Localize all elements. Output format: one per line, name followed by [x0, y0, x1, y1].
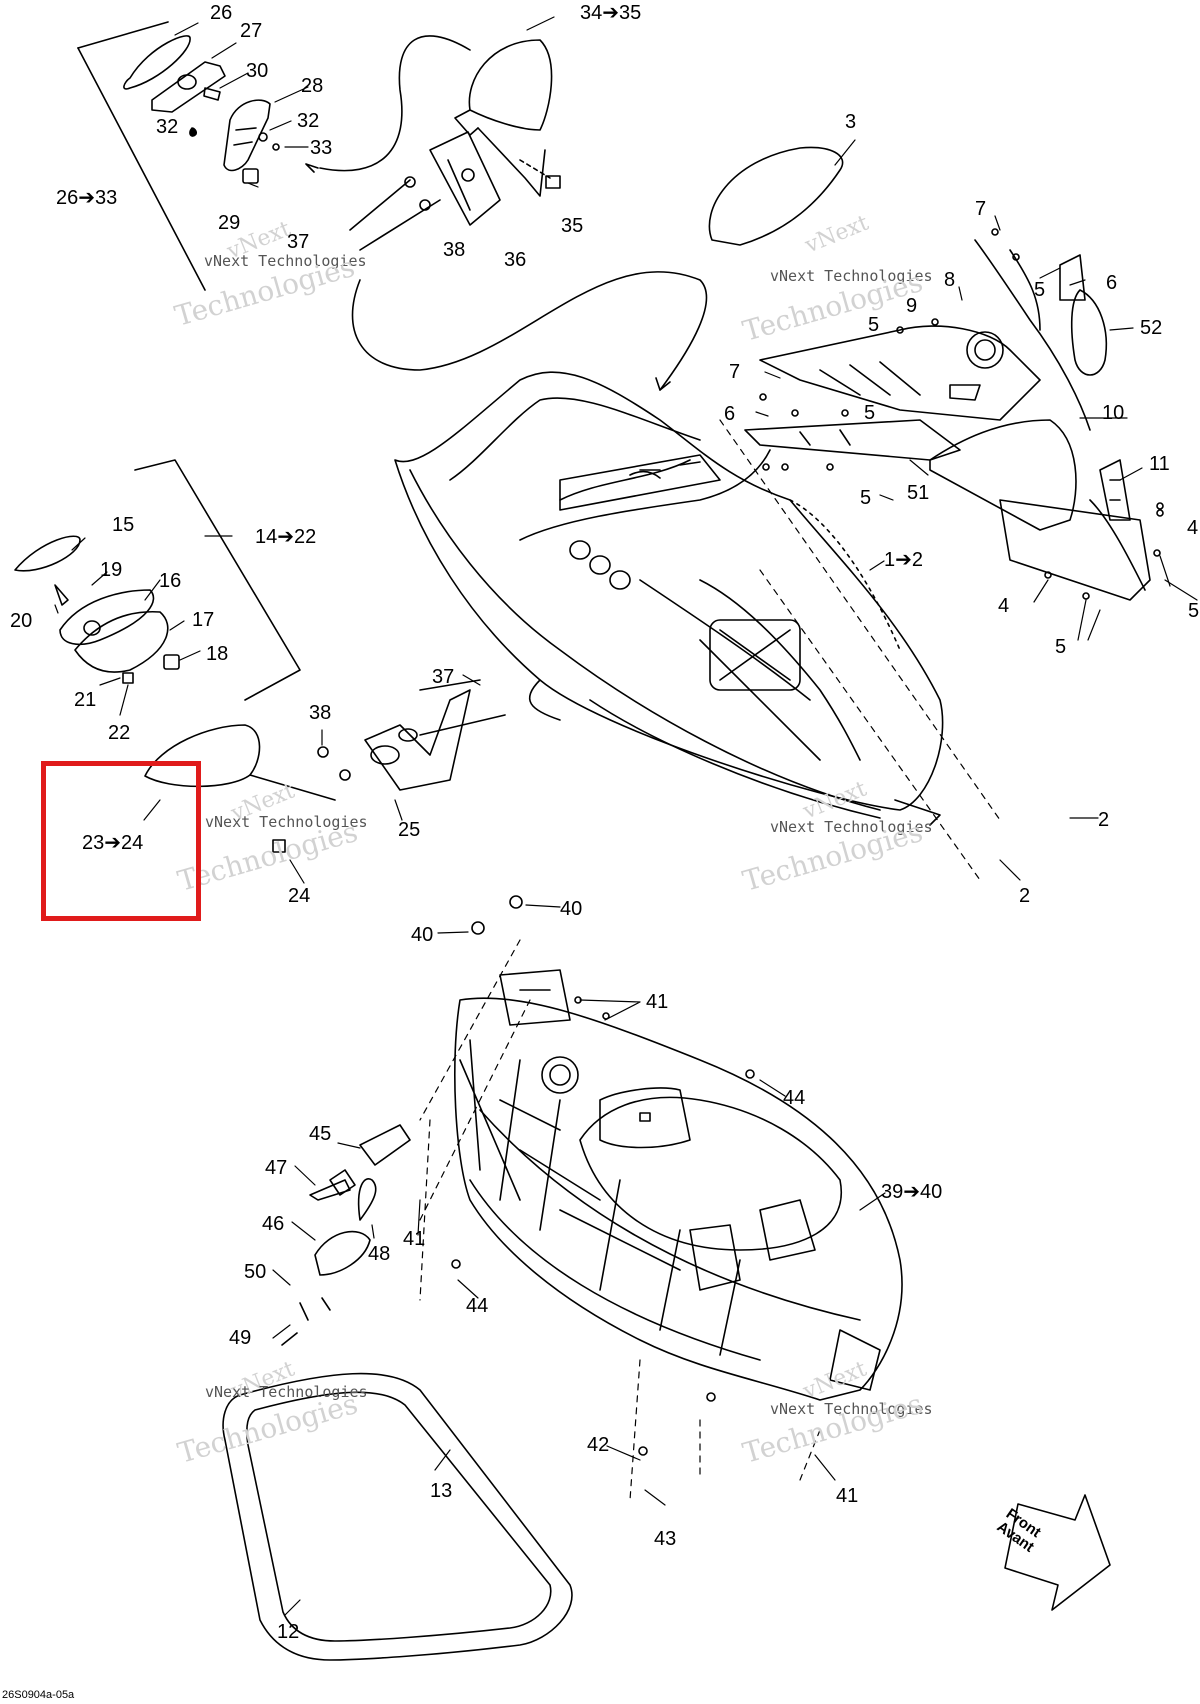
callout-5: 5 — [1055, 636, 1067, 658]
callout-17: 17 — [192, 609, 215, 631]
callout-41: 41 — [646, 991, 669, 1013]
latch-parts — [281, 1124, 411, 1346]
callout-45: 45 — [309, 1123, 332, 1145]
callout-39-40: 39➔40 — [881, 1181, 943, 1203]
watermark-line2: vNext Technologies — [770, 267, 933, 285]
watermark-line2: vNext Technologies — [204, 252, 367, 270]
callout-20: 20 — [10, 610, 33, 632]
callout-35: 35 — [561, 215, 584, 237]
callout-52: 52 — [1140, 317, 1163, 339]
callout-26-33: 26➔33 — [56, 187, 118, 209]
callout-38: 38 — [309, 702, 332, 724]
callout-27: 27 — [240, 20, 263, 42]
callout-16: 16 — [159, 570, 182, 592]
callout-5: 5 — [864, 402, 876, 424]
callout-5: 5 — [860, 487, 872, 509]
side-panels — [744, 228, 1164, 601]
callout-40: 40 — [411, 924, 434, 946]
callout-34-35: 34➔35 — [580, 2, 642, 24]
front-direction-arrow — [1004, 1494, 1111, 1611]
lower-deck — [454, 969, 903, 1401]
callout-5: 5 — [1188, 600, 1200, 622]
callout-8: 8 — [944, 269, 956, 291]
callout-40: 40 — [560, 898, 583, 920]
callout-7: 7 — [729, 361, 741, 383]
highlight-box — [41, 761, 201, 921]
callout-1-2: 1➔2 — [884, 549, 924, 571]
callout-28: 28 — [301, 75, 324, 97]
callout-32: 32 — [297, 110, 320, 132]
callout-6: 6 — [1106, 272, 1118, 294]
callout-46: 46 — [262, 1213, 285, 1235]
part-3-visor — [708, 146, 844, 246]
callout-4: 4 — [998, 595, 1010, 617]
callout-4: 4 — [1187, 517, 1199, 539]
callout-14-22: 14➔22 — [255, 526, 317, 548]
callout-25: 25 — [398, 819, 421, 841]
callout-32: 32 — [156, 116, 179, 138]
callout-41: 41 — [403, 1228, 426, 1250]
callout-7: 7 — [975, 198, 987, 220]
callout-24: 24 — [288, 885, 311, 907]
mirror-assembly-left — [14, 459, 301, 701]
callout-44: 44 — [783, 1087, 806, 1109]
callout-5: 5 — [1034, 279, 1046, 301]
callout-13: 13 — [430, 1480, 453, 1502]
callout-9: 9 — [906, 295, 918, 317]
callout-43: 43 — [654, 1528, 677, 1550]
callout-3: 3 — [845, 111, 857, 133]
callout-19: 19 — [100, 559, 123, 581]
callout-22: 22 — [108, 722, 131, 744]
callout-6: 6 — [724, 403, 736, 425]
callout-2: 2 — [1019, 885, 1031, 907]
callout-44: 44 — [466, 1295, 489, 1317]
callout-49: 49 — [229, 1327, 252, 1349]
callout-50: 50 — [244, 1261, 267, 1283]
callout-37: 37 — [287, 231, 310, 253]
callout-5: 5 — [868, 314, 880, 336]
callout-42: 42 — [587, 1434, 610, 1456]
callout-33: 33 — [310, 137, 333, 159]
hatch-seal — [222, 1372, 573, 1661]
callout-36: 36 — [504, 249, 527, 271]
callout-26: 26 — [210, 2, 233, 24]
callout-30: 30 — [246, 60, 269, 82]
callout-37: 37 — [432, 666, 455, 688]
mirror-assembly-top-right — [349, 39, 561, 251]
callout-10: 10 — [1102, 402, 1125, 424]
watermark-line2: vNext Technologies — [205, 813, 368, 831]
callout-38: 38 — [443, 239, 466, 261]
watermark-line2: vNext Technologies — [205, 1383, 368, 1401]
callout-29: 29 — [218, 212, 241, 234]
upper-hull — [394, 371, 944, 826]
callout-41: 41 — [836, 1485, 859, 1507]
callout-23-24: 23➔24 — [82, 832, 144, 854]
mirror-assembly-top — [77, 21, 471, 291]
callout-47: 47 — [265, 1157, 288, 1179]
callout-2: 2 — [1098, 809, 1110, 831]
callout-48: 48 — [368, 1243, 391, 1265]
watermark-line2: vNext Technologies — [770, 1400, 933, 1418]
callout-12: 12 — [277, 1621, 300, 1643]
watermark-line2: vNext Technologies — [770, 818, 933, 836]
diagram-code: 26S0904a-05a — [2, 1689, 75, 1701]
callout-11: 11 — [1149, 453, 1170, 475]
callout-51: 51 — [907, 482, 930, 504]
callout-18: 18 — [206, 643, 229, 665]
callout-21: 21 — [74, 689, 97, 711]
callout-15: 15 — [112, 514, 135, 536]
